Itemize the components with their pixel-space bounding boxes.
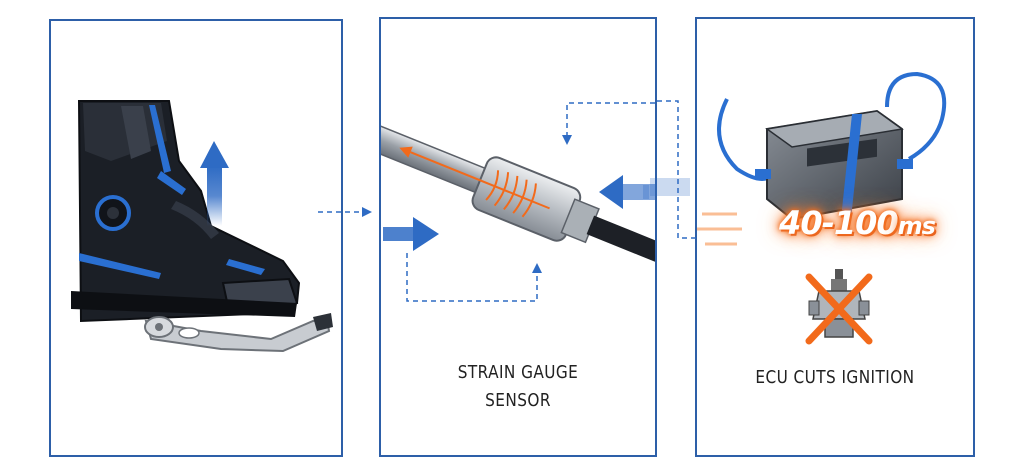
left-arrow-icon [599,175,655,209]
crossed-spark-plug-icon [805,269,873,345]
ecu-top [765,110,904,148]
loop-arrowhead [532,263,542,273]
shift-lever [144,317,331,353]
toe-blue-stripe [226,259,265,275]
boot-toe-panel [171,201,219,239]
ecu-connector-right [897,159,913,169]
strain-arrow-line [410,151,550,210]
timing-unit: ms [897,212,936,240]
timing-label: 40-100ms [747,204,967,242]
sensor-panel: STRAIN GAUGE SENSOR [379,17,657,457]
ecu-wire-right [885,71,947,161]
ecu-panel: 40-100ms ECU CUTS IGNITION [695,17,975,457]
panel1-to-panel2-arrowhead [362,207,372,217]
ankle-slider-bolt [107,207,119,219]
ecu-illustration [697,71,947,345]
ecu-panel-inset [807,138,877,167]
ecu-strap [841,114,863,214]
cable [586,215,655,276]
boot-blue-stripe [149,105,171,173]
sole-blue-line [79,253,161,279]
boot-illustration [71,100,333,353]
boot-sole [71,291,297,317]
ecu-caption: ECU CUTS IGNITION [755,367,915,388]
strain-arrow-head [399,146,413,158]
boot-blue-accent [157,171,186,195]
lever-slot [178,327,200,339]
boot-shin-ridge [121,106,151,159]
sensor-caption-line2: SENSOR [485,390,551,411]
up-arrow-icon [200,141,229,226]
ecu-connector [755,169,771,179]
timing-value: 40-100 [779,204,899,242]
sensor-caption-line1: STRAIN GAUGE [457,362,579,383]
signal-dashed-loop [406,102,655,302]
lever-peg [313,313,333,331]
speed-streaks [697,212,742,246]
right-arrow-icon [383,217,439,251]
boot-pedal-panel [49,19,343,457]
feedback-arrowhead [562,135,572,145]
sensor-illustration [381,102,655,302]
sensor-caption: STRAIN GAUGE SENSOR [402,359,635,415]
lever-pivot-bolt [155,323,163,331]
panel2-to-panel3-dashed [657,100,698,239]
